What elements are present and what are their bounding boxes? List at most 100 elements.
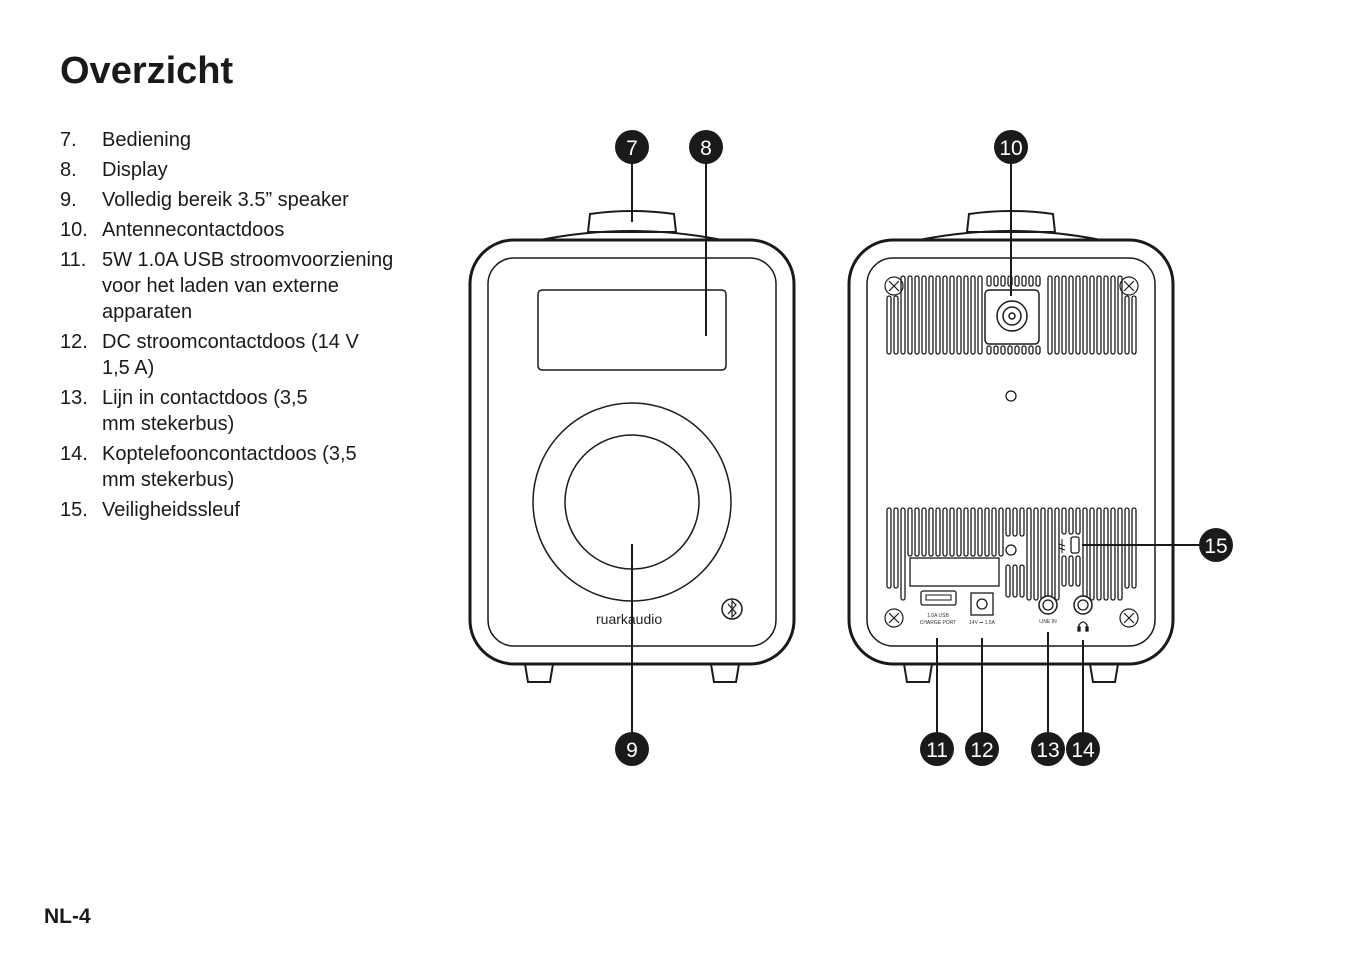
page-title: Overzicht: [60, 50, 234, 92]
vent-slot: [1028, 275, 1034, 287]
callout-7: 7: [615, 130, 649, 164]
vent-slot: [977, 507, 983, 557]
vent-slot: [984, 507, 990, 557]
callout-label: 10: [999, 137, 1022, 160]
callout-label: 9: [626, 739, 638, 762]
vent-slot: [1075, 507, 1081, 535]
vent-slot: [1068, 275, 1074, 355]
vent-slot: [1007, 345, 1013, 355]
vent-slot: [1019, 507, 1025, 537]
vent-slot: [1075, 555, 1081, 587]
screw-icon: [1119, 608, 1139, 628]
vent-slot: [1061, 275, 1067, 355]
vent-slot: [928, 507, 934, 557]
vent-slot: [1061, 507, 1067, 535]
list-item: 11.5W 1.0A USB stroomvoorziening voor he…: [60, 247, 430, 325]
vent-slot: [1028, 345, 1034, 355]
vent-slot: [900, 275, 906, 355]
mounting-hole: [1005, 544, 1017, 556]
line-in-label: LINE IN: [1039, 619, 1057, 625]
callout-label: 13: [1036, 739, 1059, 762]
vent-slot: [914, 507, 920, 557]
vent-slot: [1124, 295, 1130, 355]
lock-icon: [1058, 539, 1066, 553]
vent-slot: [1110, 275, 1116, 355]
knob-ring: [539, 230, 723, 241]
item-text: Volledig bereik 3.5” speaker: [102, 189, 349, 211]
callout-label: 14: [1071, 739, 1095, 762]
bluetooth-icon: [721, 598, 743, 620]
list-item: 7. Bediening: [60, 127, 440, 153]
vent-slot: [907, 275, 913, 355]
vent-slot: [1012, 507, 1018, 537]
vent-slot: [893, 507, 899, 589]
vent-slot: [1014, 345, 1020, 355]
dc-label: 14V ⎓ 1.5A: [969, 620, 996, 626]
vent-slot: [1068, 507, 1074, 535]
front-right-foot: [710, 663, 740, 683]
rear-left-foot: [903, 663, 933, 683]
vent-slot: [1035, 345, 1041, 355]
vent-slot: [1096, 507, 1102, 601]
line-in-socket: [1038, 595, 1058, 615]
vent-slot: [1061, 555, 1067, 587]
callout-label: 15: [1204, 535, 1227, 558]
rear-screws: [884, 276, 1139, 628]
list-item: 9.Volledig bereik 3.5” speaker: [60, 187, 440, 213]
item-text: Bediening: [102, 129, 191, 151]
vent-slot: [970, 275, 976, 355]
security-slot: [1070, 536, 1080, 554]
vent-slot: [1068, 555, 1074, 587]
callout-14: 14: [1066, 732, 1100, 766]
vent-slot: [914, 275, 920, 355]
label-area: [909, 557, 1000, 587]
mounting-hole: [1005, 390, 1017, 402]
vent-slot: [921, 507, 927, 557]
vent-slot: [942, 507, 948, 557]
vent-slot: [993, 345, 999, 355]
callout-15: 15: [1199, 528, 1233, 562]
vent-slot: [1019, 564, 1025, 598]
callout-9: 9: [615, 732, 649, 766]
item-number: 13.: [60, 387, 88, 409]
item-number: 7.: [60, 129, 77, 151]
vent-slot: [956, 275, 962, 355]
item-number: 15.: [60, 499, 88, 521]
vent-slot: [1082, 275, 1088, 355]
screw-icon: [884, 276, 904, 296]
item-number: 12.: [60, 331, 88, 353]
callout-12: 12: [965, 732, 999, 766]
vent-slot: [949, 275, 955, 355]
vent-slot: [886, 295, 892, 355]
vent-slot: [1075, 275, 1081, 355]
upper-vent-slots: [886, 275, 1137, 355]
vent-slot: [1110, 507, 1116, 601]
leader-lines: [631, 162, 1200, 733]
item-text: Display: [102, 159, 168, 181]
vent-slot: [949, 507, 955, 557]
usb-port: [920, 590, 957, 606]
component-list: 7. Bediening 8.Display 9.Volledig bereik …: [60, 127, 440, 527]
vent-slot: [963, 507, 969, 557]
vent-slot: [1033, 507, 1039, 601]
vent-slot: [942, 275, 948, 355]
item-text: Lijn in contactdoos (3,5 mm stekerbus): [102, 387, 308, 435]
vent-slot: [1026, 507, 1032, 601]
list-item: 10.Antennecontactdoos: [60, 217, 440, 243]
vent-slot: [956, 507, 962, 557]
callout-label: 11: [926, 739, 948, 762]
list-item: 13. Lijn in contactdoos (3,5 mm stekerbus…: [60, 385, 320, 437]
callout-10: 10: [994, 130, 1028, 164]
item-text: Koptelefooncontactdoos (3,5 mm stekerbus…: [102, 443, 357, 491]
callout-label: 8: [700, 137, 712, 160]
vent-slot: [1103, 507, 1109, 601]
vent-slot: [963, 275, 969, 355]
list-item: 8.Display: [60, 157, 440, 183]
vent-slot: [1096, 275, 1102, 355]
vent-slot: [1035, 275, 1041, 287]
item-text: DC stroomcontactdoos (14 V 1,5 A): [102, 331, 359, 379]
vent-slot: [928, 275, 934, 355]
vent-slot: [986, 345, 992, 355]
page-number: NL-4: [44, 905, 91, 928]
